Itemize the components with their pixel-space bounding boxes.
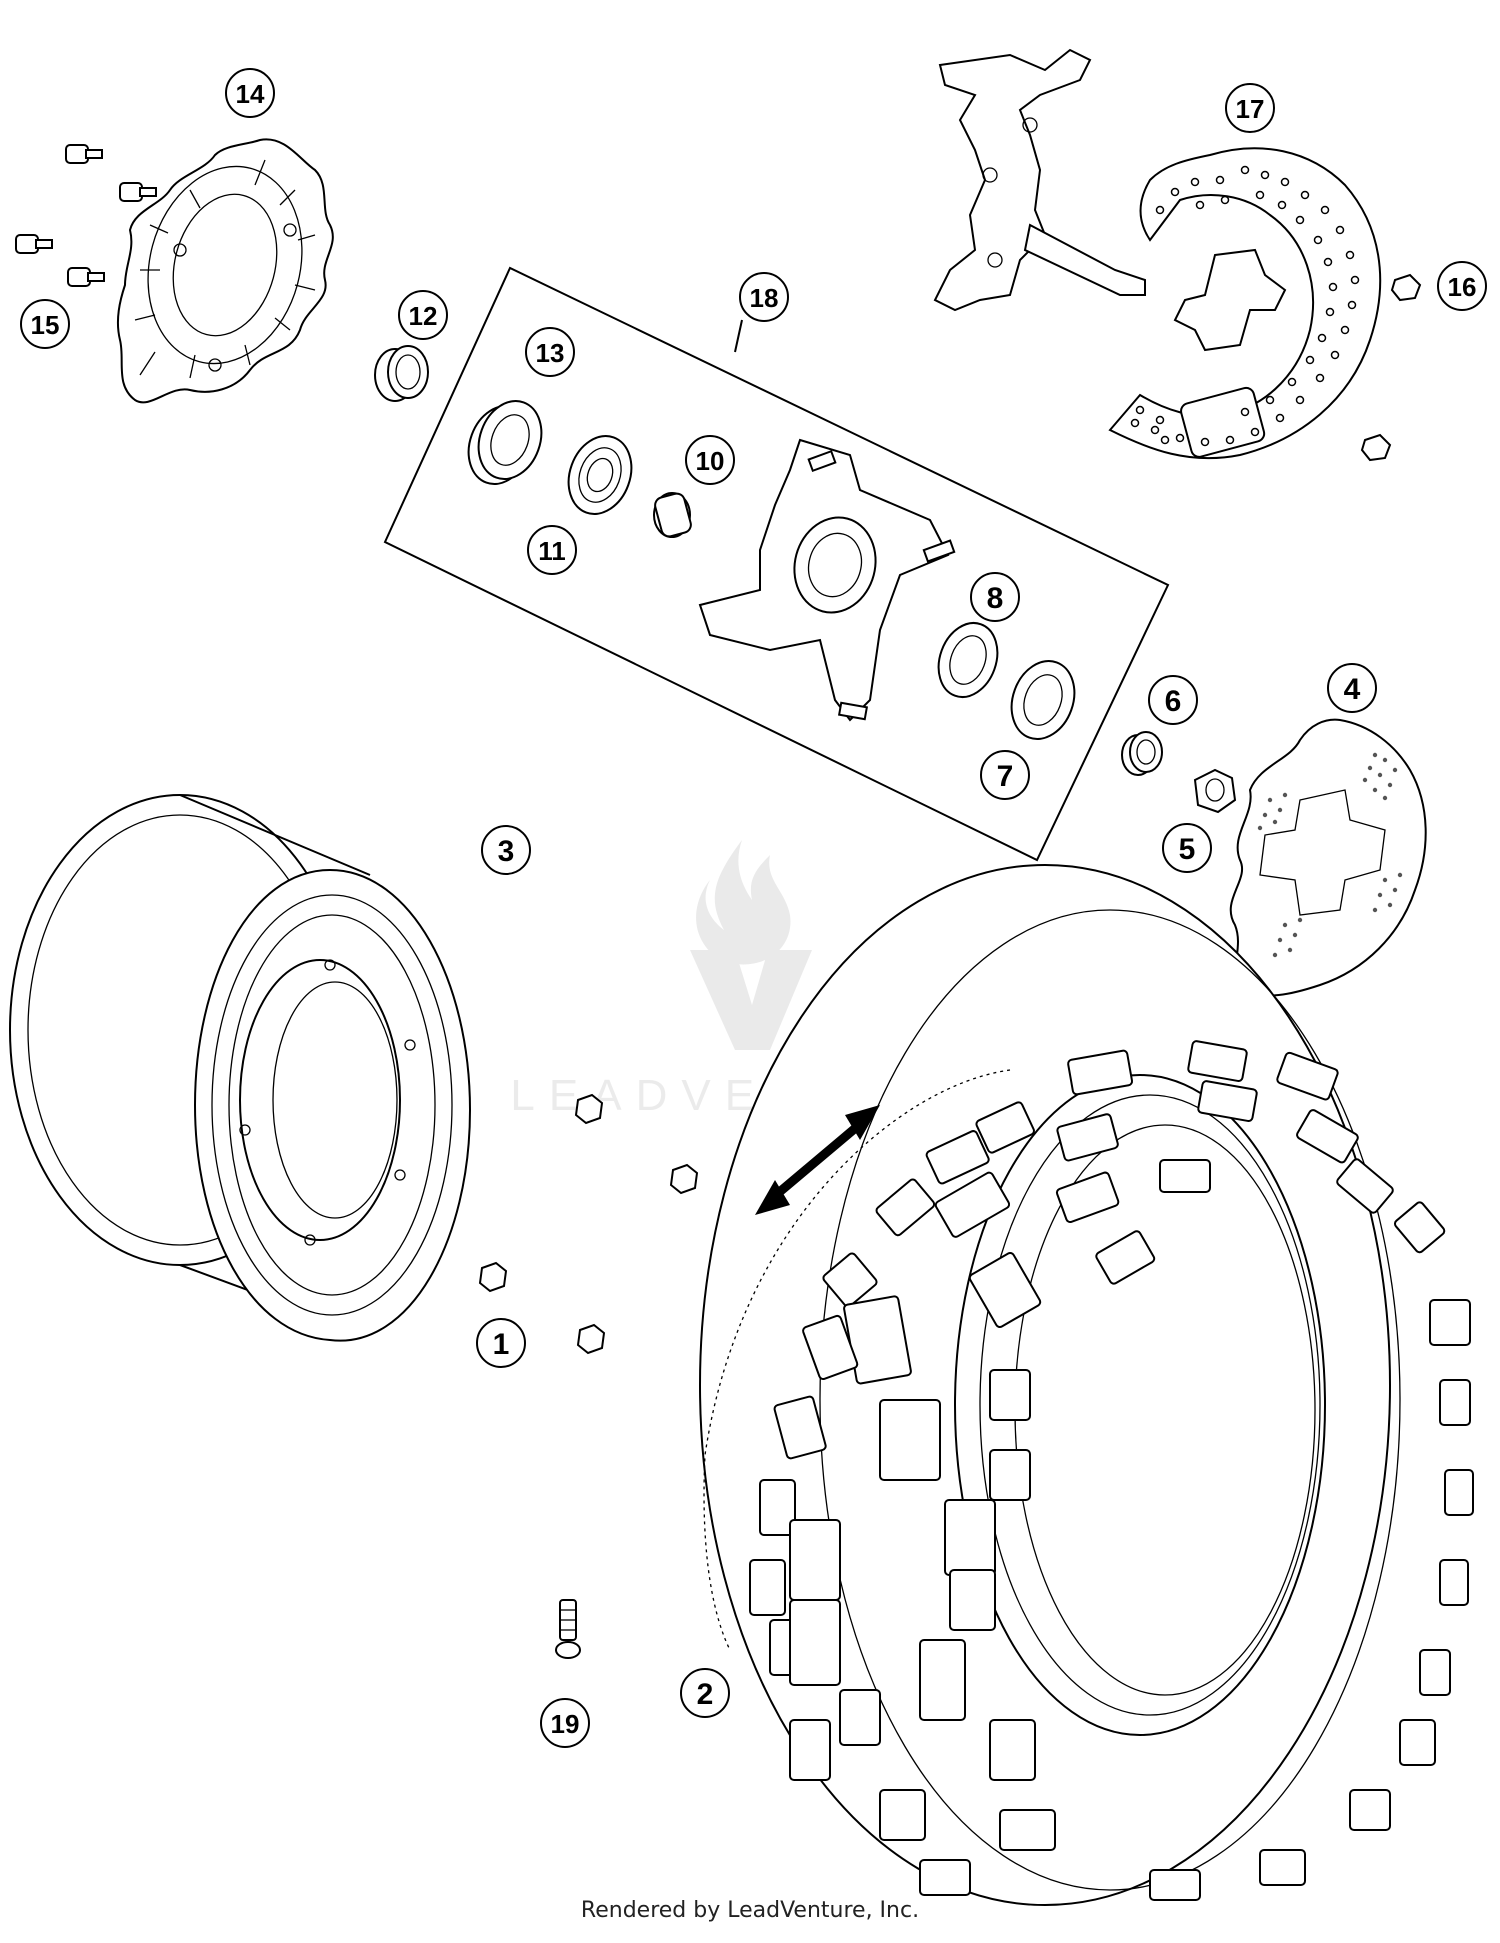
callout-2-label: 2 — [697, 1678, 714, 1711]
wheel-rim-3 — [9, 794, 472, 1342]
disc-guard-4 — [1229, 718, 1427, 997]
callout-19: 19 — [540, 1698, 590, 1748]
callout-1-label: 1 — [493, 1328, 510, 1361]
callout-3: 3 — [481, 825, 531, 875]
callout-3-label: 3 — [498, 835, 515, 868]
callout-18-label: 18 — [750, 283, 779, 313]
watermark-v-icon — [690, 950, 812, 1050]
bolts-15 — [15, 144, 157, 287]
hub-assembly-box-18 — [383, 266, 1170, 862]
spacer-6 — [1121, 731, 1163, 776]
callout-17-label: 17 — [1236, 94, 1265, 124]
callout-12: 12 — [398, 290, 448, 340]
callout-12-label: 12 — [409, 301, 438, 331]
callout-4: 4 — [1327, 663, 1377, 713]
callout-19-label: 19 — [551, 1709, 580, 1739]
brake-disc-17-holes — [1130, 165, 1360, 447]
rotation-arrow-icon — [755, 1105, 880, 1215]
callout-17: 17 — [1225, 83, 1275, 133]
callout-6-label: 6 — [1165, 685, 1182, 718]
disc-guard-4-mesh — [1257, 752, 1403, 958]
callout-6: 6 — [1148, 675, 1198, 725]
callout-5-label: 5 — [1179, 833, 1196, 866]
callout-18: 18 — [739, 272, 789, 322]
nut-5 — [1193, 768, 1237, 814]
watermark-flame-icon — [696, 840, 791, 965]
callout-7: 7 — [980, 750, 1030, 800]
callout-8: 8 — [970, 572, 1020, 622]
brake-disc-17 — [1108, 147, 1382, 460]
steering-knuckle — [933, 48, 1146, 312]
callout-14: 14 — [225, 68, 275, 118]
wheel-nuts-1 — [478, 1093, 699, 1355]
callout-4-label: 4 — [1344, 673, 1361, 706]
callout-2: 2 — [680, 1668, 730, 1718]
callout-13: 13 — [525, 327, 575, 377]
callout-10-label: 10 — [696, 446, 725, 476]
callout-8-label: 8 — [987, 582, 1004, 615]
callout-14-label: 14 — [236, 79, 265, 109]
footer-credit: Rendered by LeadVenture, Inc. — [580, 1898, 920, 1923]
callout-11-label: 11 — [538, 536, 566, 566]
callout-15-label: 15 — [31, 310, 60, 340]
callout-16: 16 — [1437, 261, 1487, 311]
brake-disc-14 — [116, 138, 334, 404]
callout-7-label: 7 — [997, 760, 1014, 793]
callout-5: 5 — [1162, 823, 1212, 873]
callout-11: 11 — [527, 525, 577, 575]
callout-10: 10 — [685, 435, 735, 485]
tire-2-tread-blocks — [749, 1040, 1474, 1901]
callout-16-label: 16 — [1448, 272, 1477, 302]
callout-13-label: 13 — [536, 338, 565, 368]
callout-15: 15 — [20, 299, 70, 349]
bolts-16 — [1360, 273, 1422, 462]
spacer-12 — [374, 345, 429, 402]
valve-stem-19 — [555, 1599, 581, 1659]
tire-2 — [699, 864, 1474, 1906]
callout-1: 1 — [476, 1318, 526, 1368]
